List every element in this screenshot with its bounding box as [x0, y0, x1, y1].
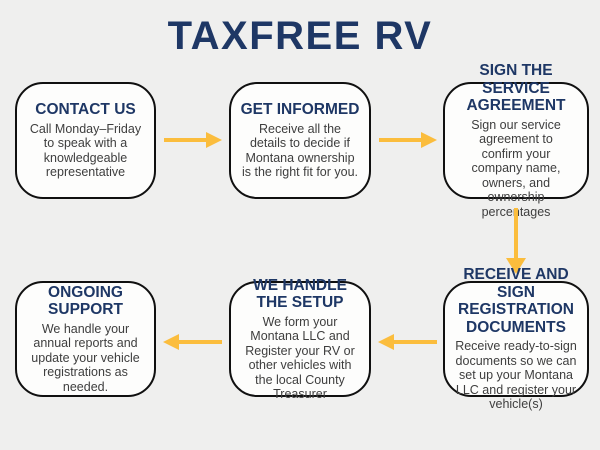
- arrow-right-icon: [379, 131, 437, 148]
- arrow-head: [163, 333, 179, 350]
- arrow-shaft: [394, 339, 437, 344]
- step-body: Sign our service agreement to confirm yo…: [471, 117, 561, 219]
- step-box-get-informed: GET INFORMED Receive all the details to …: [229, 82, 371, 199]
- arrow-shaft: [164, 137, 206, 142]
- step-box-sign-service-agreement: SIGN THE SERVICE AGREEMENT Sign our serv…: [443, 62, 589, 219]
- step-body: Call Monday–Friday to speak with a knowl…: [29, 121, 142, 180]
- arrow-head: [206, 131, 222, 148]
- arrow-shaft: [379, 137, 421, 142]
- arrow-head: [506, 258, 526, 274]
- arrow-left-icon: [163, 333, 222, 350]
- step-body: Receive ready-to-sign documents so we ca…: [455, 339, 577, 412]
- step-box-we-handle-the-setup: WE HANDLE THE SETUP We form your Montana…: [229, 277, 371, 401]
- step-heading: WE HANDLE THE SETUP: [253, 276, 347, 312]
- arrow-shaft: [179, 339, 222, 344]
- step-box-receive-sign-registration-documents: RECEIVE AND SIGN REGISTRATION DOCUMENTS …: [443, 266, 589, 411]
- step-box-ongoing-support: ONGOING SUPPORT We handle your annual re…: [15, 281, 156, 397]
- step-body: We handle your annual reports and update…: [31, 321, 140, 394]
- arrow-head: [421, 131, 437, 148]
- arrow-shaft: [514, 208, 518, 258]
- page-title: TAXFREE RV: [167, 14, 433, 58]
- step-body: Receive all the details to decide if Mon…: [241, 121, 359, 180]
- step-heading: RECEIVE AND SIGN REGISTRATION DOCUMENTS: [458, 266, 574, 336]
- step-body: We form your Montana LLC and Register yo…: [245, 314, 355, 402]
- step-box-contact-us: CONTACT US Call Monday–Friday to speak w…: [15, 82, 156, 199]
- arrow-right-icon: [164, 131, 222, 148]
- step-heading: GET INFORMED: [240, 101, 360, 119]
- step-heading: ONGOING SUPPORT: [48, 283, 123, 319]
- arrow-head: [378, 333, 394, 350]
- step-heading: CONTACT US: [35, 101, 136, 119]
- step-heading: SIGN THE SERVICE AGREEMENT: [466, 62, 566, 114]
- arrow-down-icon: [506, 208, 526, 274]
- arrow-left-icon: [378, 333, 437, 350]
